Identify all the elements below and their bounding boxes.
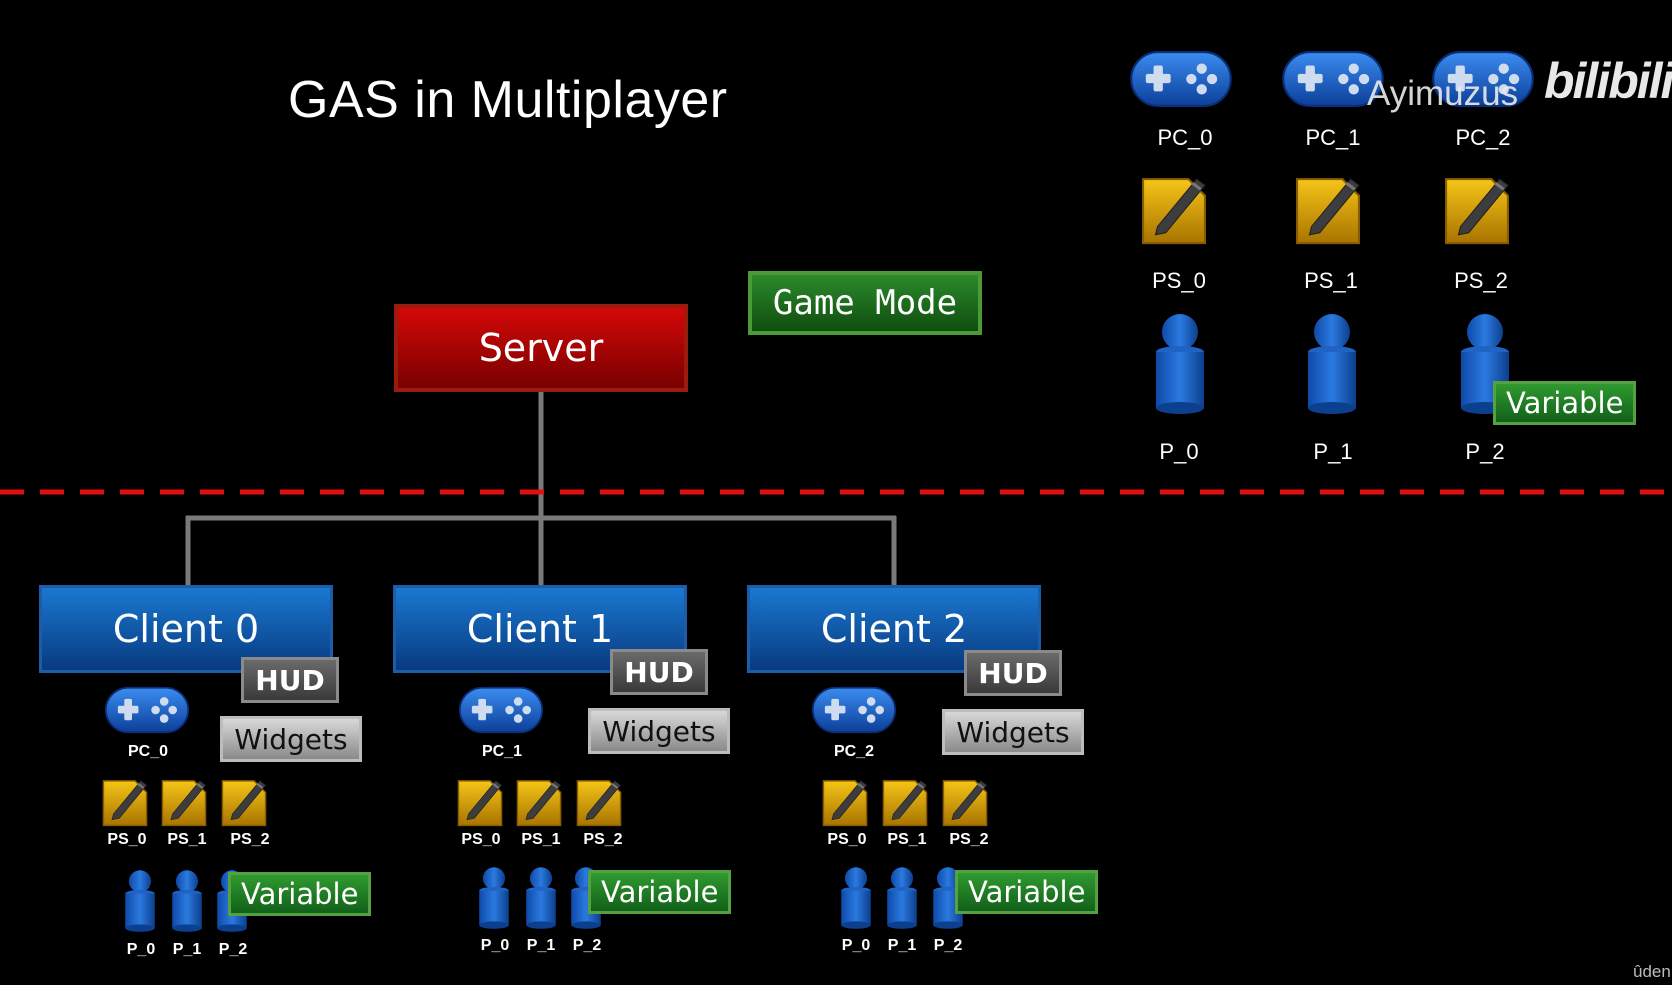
widgets-box: Widgets xyxy=(942,709,1084,755)
client-pc-label: PC_1 xyxy=(481,743,523,760)
client-p-label: P_1 xyxy=(887,937,917,954)
notepad-pencil-icon xyxy=(576,774,622,828)
server-variable-badge: Variable xyxy=(1493,381,1637,425)
client-ps-label: PS_1 xyxy=(887,831,927,848)
client-ps-label: PS_1 xyxy=(167,831,207,848)
gamepad-icon xyxy=(811,686,897,734)
server-ps-label: PS_0 xyxy=(1152,268,1206,293)
notepad-pencil-icon xyxy=(221,774,267,828)
client-ps-label: PS_0 xyxy=(827,831,867,848)
client-p-label: P_1 xyxy=(526,937,556,954)
client-ps-label: PS_2 xyxy=(583,831,623,848)
client-p-label: P_0 xyxy=(841,937,871,954)
watermark-user: Ayimuzus xyxy=(1367,74,1519,113)
notepad-pencil-icon xyxy=(516,774,562,828)
server-ps-label: PS_1 xyxy=(1304,268,1358,293)
widgets-box: Widgets xyxy=(588,708,730,754)
game-mode-box: Game Mode xyxy=(748,271,982,335)
client-p-label: P_1 xyxy=(172,941,202,958)
udemy-watermark: ûden xyxy=(1633,962,1671,981)
server-p-label: P_2 xyxy=(1465,439,1505,464)
gamepad-icon xyxy=(458,686,544,734)
server-p-label: P_0 xyxy=(1159,439,1199,464)
client-p-label: P_2 xyxy=(933,937,963,954)
notepad-pencil-icon xyxy=(1141,169,1207,247)
pawn-icon xyxy=(478,866,510,930)
server-pc-label: PC_2 xyxy=(1455,125,1511,150)
server-pc-label: PC_1 xyxy=(1305,125,1361,150)
pawn-icon xyxy=(886,866,918,930)
hud-box: HUD xyxy=(964,650,1062,696)
client-pc-label: PC_0 xyxy=(127,743,169,760)
gamepad-icon xyxy=(1129,50,1233,108)
client-ps-label: PS_0 xyxy=(107,831,147,848)
pawn-icon xyxy=(171,869,203,933)
client-1-box: Client 1 xyxy=(393,585,687,673)
notepad-pencil-icon xyxy=(1444,169,1510,247)
notepad-pencil-icon xyxy=(102,774,148,828)
server-box: Server xyxy=(394,304,688,392)
hud-box: HUD xyxy=(610,649,708,695)
bilibili-logo: bilibili xyxy=(1544,53,1672,109)
widgets-box: Widgets xyxy=(220,716,362,762)
notepad-pencil-icon xyxy=(161,774,207,828)
hud-box: HUD xyxy=(241,657,339,703)
client-ps-label: PS_1 xyxy=(521,831,561,848)
server-pc-label: PC_0 xyxy=(1157,125,1213,150)
notepad-pencil-icon xyxy=(1295,169,1361,247)
client-variable-badge: Variable xyxy=(228,872,372,916)
server-p-label: P_1 xyxy=(1313,439,1353,464)
pawn-icon xyxy=(525,866,557,930)
client-pc-label: PC_2 xyxy=(833,743,875,760)
pawn-icon xyxy=(124,869,156,933)
server-ps-label: PS_2 xyxy=(1454,268,1508,293)
client-variable-badge: Variable xyxy=(588,870,732,914)
notepad-pencil-icon xyxy=(942,774,988,828)
diagram-title: GAS in Multiplayer xyxy=(288,71,728,129)
client-p-label: P_2 xyxy=(572,937,602,954)
gamepad-icon xyxy=(104,686,190,734)
client-p-label: P_2 xyxy=(218,941,248,958)
notepad-pencil-icon xyxy=(457,774,503,828)
client-ps-label: PS_2 xyxy=(230,831,270,848)
pawn-icon xyxy=(840,866,872,930)
client-ps-label: PS_2 xyxy=(949,831,989,848)
client-variable-badge: Variable xyxy=(955,870,1099,914)
pawn-icon xyxy=(1306,311,1358,417)
notepad-pencil-icon xyxy=(882,774,928,828)
client-p-label: P_0 xyxy=(480,937,510,954)
pawn-icon xyxy=(1154,311,1206,417)
client-ps-label: PS_0 xyxy=(461,831,501,848)
notepad-pencil-icon xyxy=(822,774,868,828)
client-p-label: P_0 xyxy=(126,941,156,958)
